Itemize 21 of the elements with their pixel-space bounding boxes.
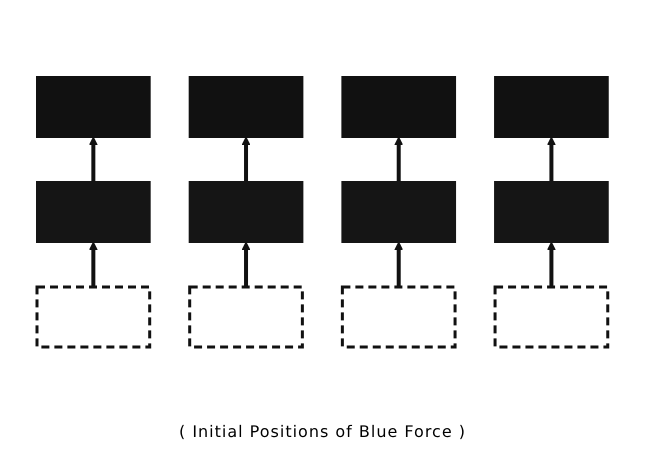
- node-box: [341, 286, 457, 348]
- node-box: [36, 286, 152, 348]
- node-box: [342, 76, 456, 138]
- node-box: [342, 181, 456, 243]
- arrow: [89, 136, 98, 182]
- arrow: [547, 242, 556, 287]
- arrow: [394, 136, 404, 182]
- node-box: [36, 76, 151, 138]
- arrow: [394, 242, 404, 287]
- arrow: [242, 136, 251, 182]
- arrow: [547, 136, 556, 182]
- arrow: [89, 242, 98, 287]
- node-box: [494, 286, 610, 348]
- node-box: [188, 76, 304, 138]
- node-box: [494, 76, 609, 138]
- node-box: [188, 286, 304, 348]
- node-box: [188, 181, 304, 243]
- arrow: [242, 242, 251, 287]
- node-box: [494, 181, 609, 243]
- node-box: [36, 181, 151, 243]
- caption-text: ( Initial Positions of Blue Force ): [178, 421, 468, 443]
